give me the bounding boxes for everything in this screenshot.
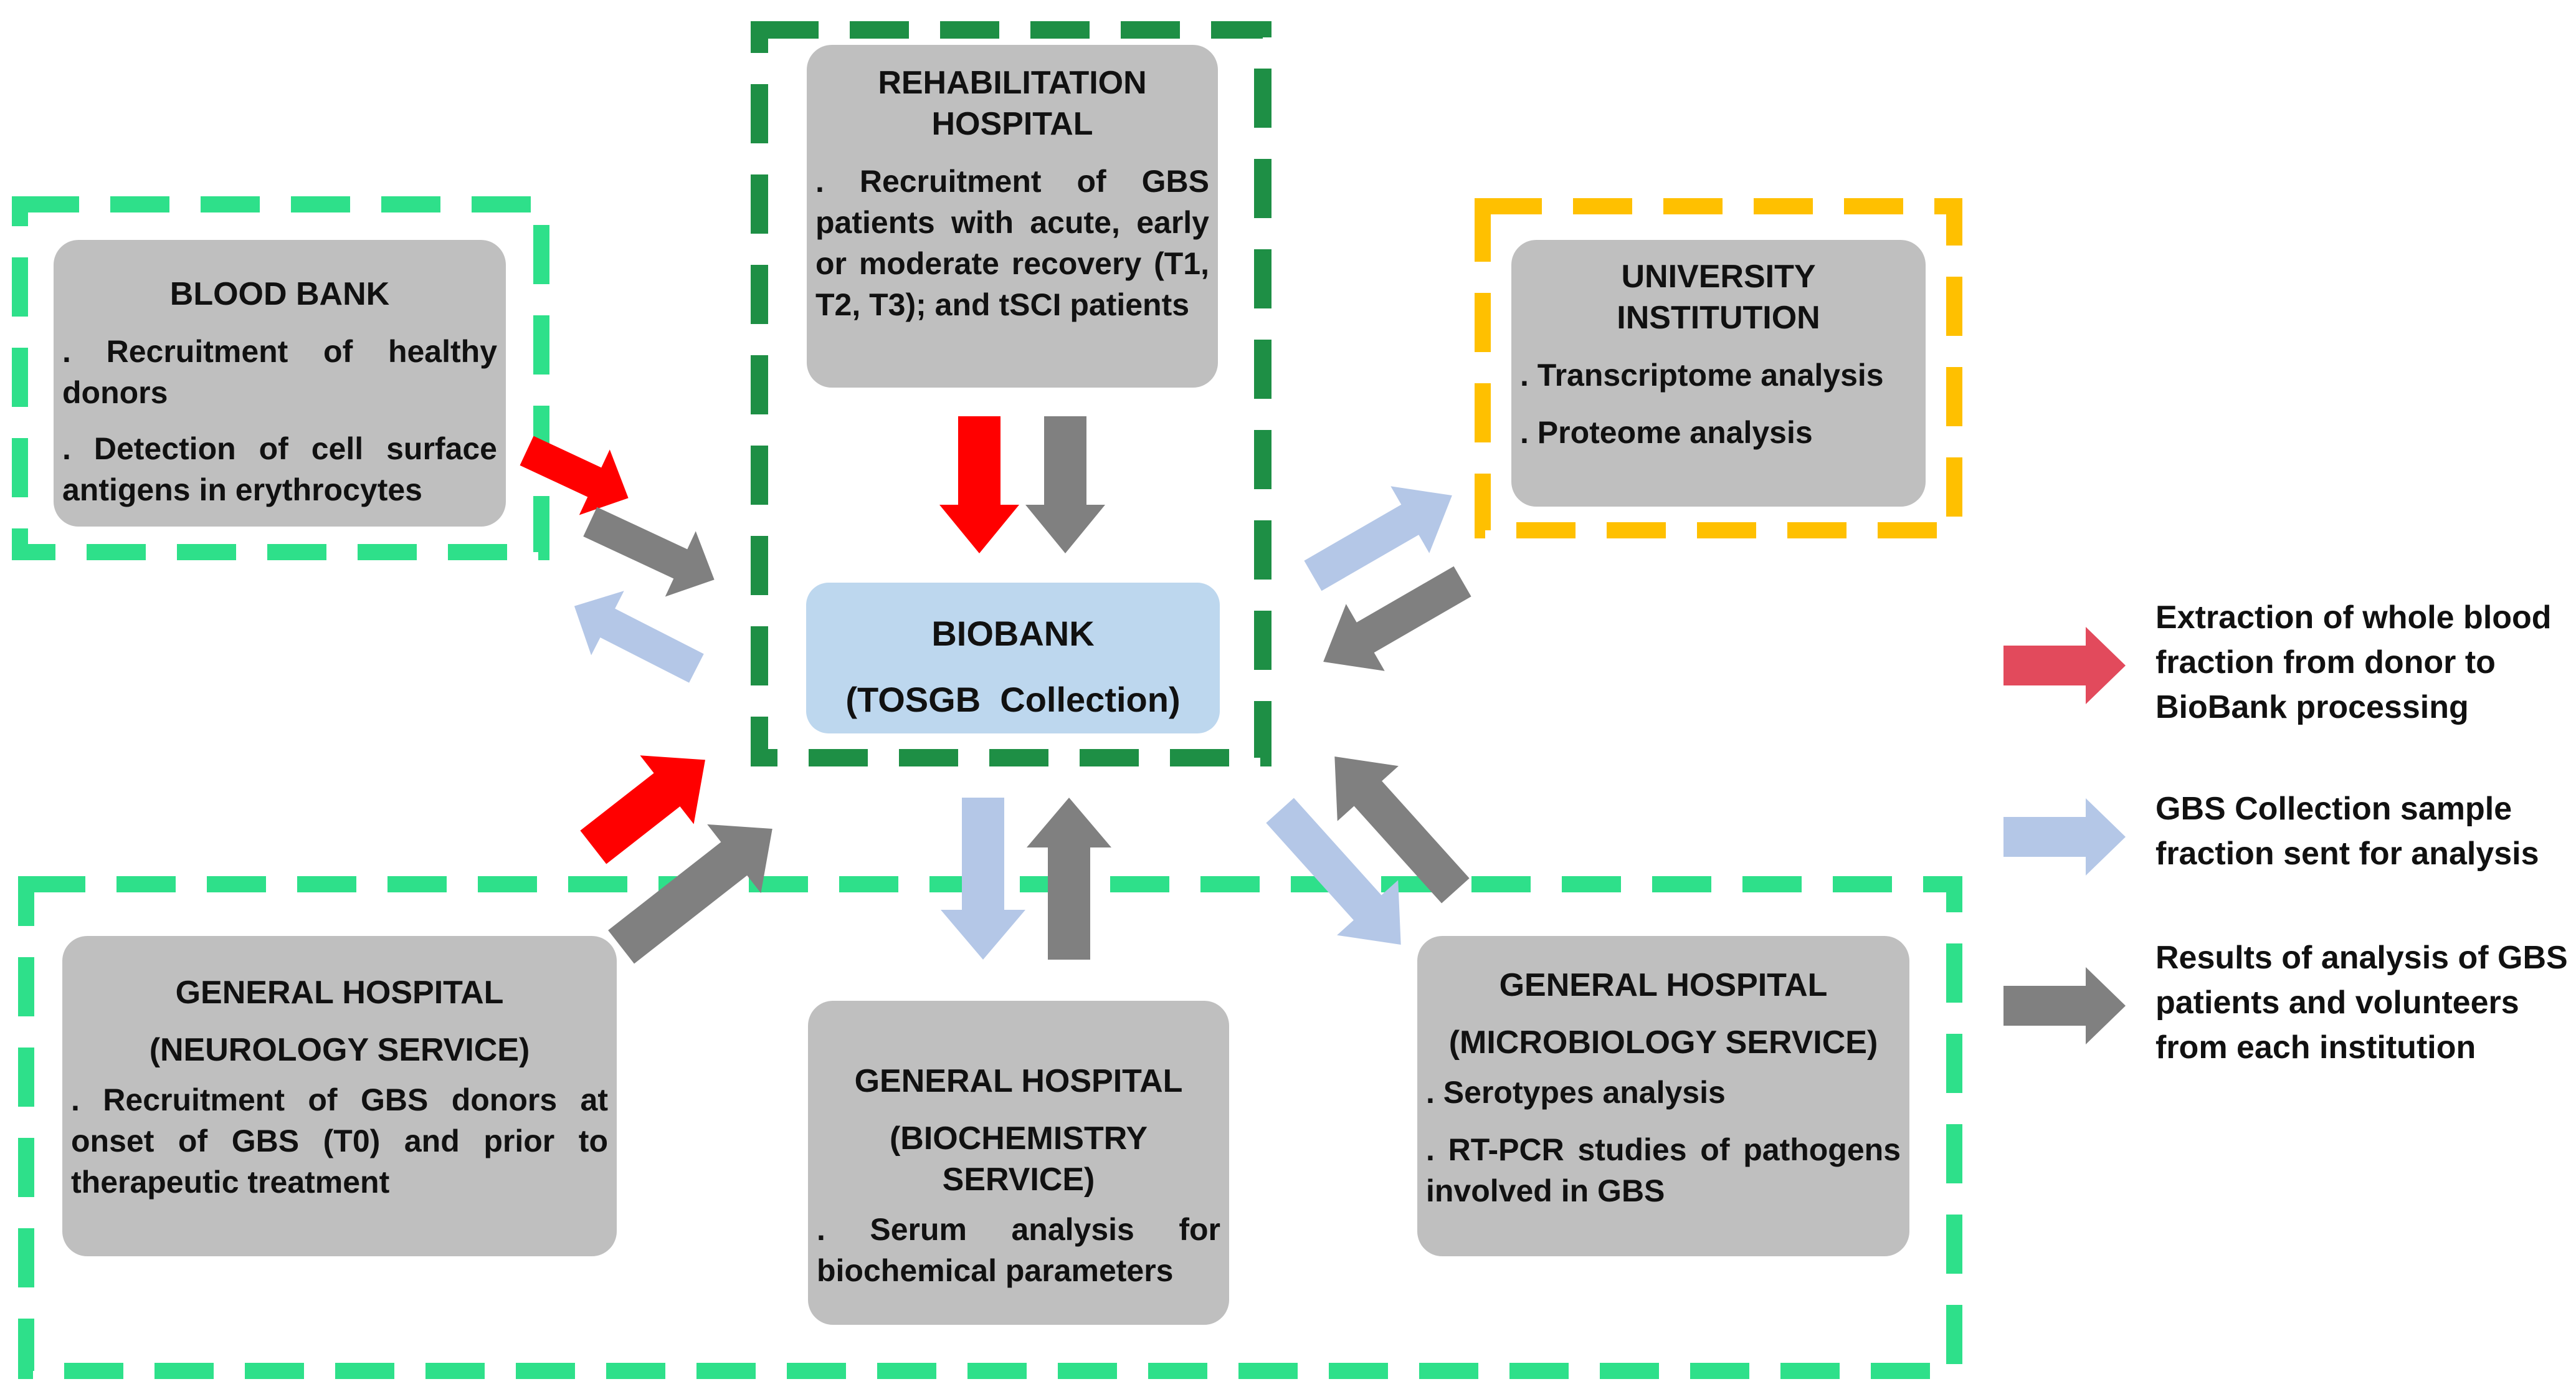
node-item: . Serum analysis for biochemical paramet… xyxy=(817,1212,1220,1288)
arrow-gray-biochemistry-to-biobank xyxy=(1027,798,1111,960)
group-border-rehab xyxy=(751,21,1271,766)
legend-arrow-red xyxy=(2003,627,2126,704)
node-item: . Transcriptome analysis xyxy=(1520,358,1884,393)
arrow-lightblue-biobank-to-microbiology xyxy=(1266,798,1401,945)
legend-arrow-gray xyxy=(2003,967,2126,1044)
legend-text-results: Results of analysis of GBS patients and … xyxy=(2155,940,2568,1066)
node-title: UNIVERSITY INSTITUTION xyxy=(1617,259,1820,336)
group-border-university xyxy=(1475,198,1962,538)
group-border-bloodbank xyxy=(12,196,549,560)
node-title: BLOOD BANK xyxy=(169,276,390,312)
node-title: REHABILITATION HOSPITAL xyxy=(878,65,1147,142)
arrow-gray-microbiology-to-biobank xyxy=(1334,756,1470,904)
arrow-gray-bloodbank-to-biobank xyxy=(583,507,715,597)
node-item: . Proteome analysis xyxy=(1520,415,1813,450)
node-item: . Detection of cell surface antigens in … xyxy=(62,431,497,507)
biobank-title: BIOBANK xyxy=(931,614,1095,653)
node-title: GENERAL HOSPITAL xyxy=(1499,967,1828,1003)
legend-arrow-lightblue xyxy=(2003,798,2126,876)
arrow-lightblue-biobank-to-bloodbank xyxy=(574,591,704,683)
node-title: GENERAL HOSPITAL xyxy=(854,1063,1183,1099)
node-item: . RT-PCR studies of pathogens involved i… xyxy=(1426,1132,1901,1208)
node-item: . Recruitment of healthy donors xyxy=(62,334,497,410)
node-item: . Recruitment of GBS donors at onset of … xyxy=(71,1082,608,1200)
node-item: . Serotypes analysis xyxy=(1426,1075,1726,1110)
arrow-lightblue-biobank-to-biochemistry xyxy=(941,798,1025,960)
group-border-general-hospital xyxy=(18,876,1962,1379)
node-university-institution: UNIVERSITY INSTITUTION . Transcriptome a… xyxy=(1511,240,1926,507)
legend-text-extraction: Extraction of whole blood fraction from … xyxy=(2155,599,2552,725)
arrow-red-rehab-to-biobank xyxy=(939,416,1019,553)
node-general-hospital-biochemistry: GENERAL HOSPITAL (BIOCHEMISTRY SERVICE) … xyxy=(808,1001,1229,1325)
legend-text-sample-sent: GBS Collection sample fraction sent for … xyxy=(2155,791,2539,872)
arrow-gray-neurology-to-biobank xyxy=(608,824,772,964)
arrow-gray-university-to-biobank xyxy=(1323,566,1471,671)
node-subtitle: (NEUROLOGY SERVICE) xyxy=(149,1032,530,1068)
arrow-red-bloodbank-to-biobank xyxy=(520,436,629,515)
node-biobank: BIOBANK (TOSGB Collection) xyxy=(806,583,1220,733)
node-subtitle: (BIOCHEMISTRY SERVICE) xyxy=(889,1120,1148,1198)
arrow-lightblue-biobank-to-university xyxy=(1304,486,1452,591)
node-rehabilitation-hospital: REHABILITATION HOSPITAL . Recruitment of… xyxy=(807,45,1218,388)
node-item: . Recruitment of GBS patients with acute… xyxy=(815,164,1209,322)
node-general-hospital-neurology: GENERAL HOSPITAL (NEUROLOGY SERVICE) . R… xyxy=(62,936,617,1256)
arrow-gray-rehab-to-biobank xyxy=(1025,416,1105,553)
node-blood-bank: BLOOD BANK . Recruitment of healthy dono… xyxy=(54,240,506,527)
node-title: GENERAL HOSPITAL xyxy=(175,975,504,1011)
biobank-collection: (TOSGB Collection) xyxy=(845,680,1181,719)
node-subtitle: (MICROBIOLOGY SERVICE) xyxy=(1448,1024,1878,1061)
arrow-red-neurology-to-biobank xyxy=(580,755,705,864)
node-general-hospital-microbiology: GENERAL HOSPITAL (MICROBIOLOGY SERVICE) … xyxy=(1417,936,1909,1256)
